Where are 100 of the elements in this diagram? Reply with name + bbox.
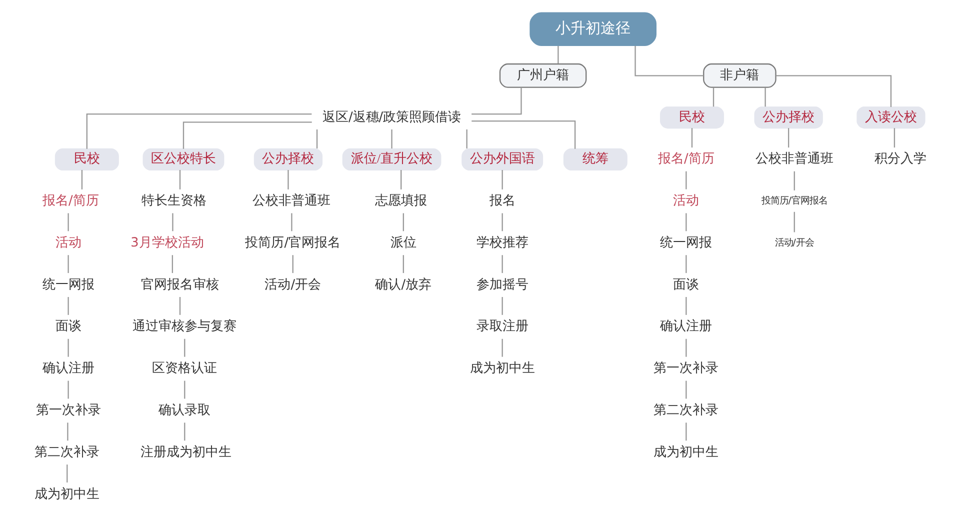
- connector: [178, 297, 180, 315]
- node-text: 区资格认证: [152, 361, 217, 376]
- node-text: 活动: [672, 194, 699, 209]
- connector: [557, 46, 558, 64]
- node-text: 录取注册: [476, 319, 528, 334]
- connector: [471, 87, 522, 115]
- connector: [178, 170, 180, 190]
- node-text: 统一网报: [42, 277, 94, 292]
- connector: [67, 380, 68, 399]
- connector: [501, 170, 502, 190]
- node-text: 报名/简历: [42, 194, 98, 209]
- node-box: 小升初途径: [529, 12, 656, 46]
- node-text: 报名: [488, 194, 515, 209]
- node-text: 面谈: [672, 277, 699, 292]
- connector: [67, 297, 68, 315]
- node-box: 公办择校: [253, 148, 322, 170]
- node-text: 确认注册: [660, 319, 712, 334]
- connector: [171, 255, 173, 274]
- connector: [893, 128, 895, 148]
- node-text: 面谈: [54, 319, 81, 334]
- connector: [287, 170, 288, 190]
- connector: [501, 338, 502, 357]
- connector: [685, 380, 686, 399]
- node-text: 学校推荐: [476, 235, 528, 250]
- node-text: 报名/简历: [658, 152, 714, 167]
- node-text: 通过审核参与复赛: [132, 319, 236, 334]
- connector: [685, 171, 686, 190]
- connector: [793, 212, 794, 232]
- node-text: 活动/开会: [264, 277, 321, 292]
- node-text: 成为初中生: [34, 486, 100, 502]
- connector: [685, 297, 686, 315]
- connector: [316, 129, 318, 149]
- connector: [184, 380, 185, 399]
- connector: [66, 464, 68, 482]
- node-box: 统筹: [562, 148, 627, 170]
- node-text: 派位: [390, 235, 416, 250]
- connector: [184, 422, 185, 441]
- node-text: 第二次补录: [653, 403, 718, 418]
- connector: [466, 129, 467, 149]
- connector: [172, 213, 173, 232]
- connector: [400, 170, 402, 190]
- node-text: 统一网报: [660, 235, 712, 250]
- node-box: 非户籍: [702, 63, 776, 88]
- node-box: 区公校特长: [142, 148, 224, 170]
- node-text: 官网报名审核: [140, 277, 218, 292]
- node-text: 成为初中生: [469, 361, 534, 376]
- connector: [67, 338, 68, 357]
- connector: [501, 297, 502, 315]
- connector: [67, 213, 68, 232]
- connector: [775, 75, 892, 107]
- node-text: 第一次补录: [653, 361, 718, 376]
- node-text: 特长生资格: [141, 194, 206, 209]
- connector: [471, 120, 576, 149]
- node-text: 参加摇号: [476, 277, 528, 292]
- node-box: 民校: [659, 106, 724, 129]
- node-text: 注册成为初中生: [140, 444, 231, 460]
- node-text: 3月学校活动: [130, 235, 204, 250]
- connector: [685, 213, 686, 232]
- connector: [86, 113, 312, 149]
- connector: [685, 422, 686, 441]
- node-text: 公校非普通班: [252, 194, 330, 209]
- connector: [184, 338, 185, 357]
- node-text: 第二次补录: [34, 444, 100, 460]
- node-box: 入读公校: [856, 106, 925, 129]
- node-box: 公办择校: [754, 106, 822, 129]
- connector: [402, 213, 404, 232]
- connector: [634, 46, 703, 76]
- node-text: 确认/放弃: [374, 277, 432, 292]
- connector: [685, 338, 686, 357]
- connector: [292, 255, 293, 274]
- connector: [712, 88, 714, 107]
- node-text: 返区/返穗/政策照顾借读: [322, 110, 461, 125]
- connector: [402, 255, 404, 274]
- node-text: 第一次补录: [35, 403, 100, 418]
- connector: [685, 255, 686, 274]
- node-text: 投简历/官网报名: [760, 196, 827, 207]
- node-text: 积分入学: [874, 152, 926, 167]
- node-text: 活动/开会: [774, 237, 814, 248]
- connector: [690, 128, 692, 148]
- connector: [182, 122, 312, 149]
- connector: [80, 170, 82, 190]
- node-text: 确认录取: [158, 403, 210, 418]
- node-text: 活动: [54, 235, 81, 250]
- node-text: 成为初中生: [653, 444, 718, 460]
- connector: [793, 171, 794, 190]
- node-box: 民校: [54, 148, 118, 170]
- node-text: 公校非普通班: [754, 152, 833, 167]
- node-box: 公办外国语: [461, 148, 543, 170]
- connector: [67, 255, 68, 274]
- node-text: 投简历/官网报名: [244, 235, 340, 250]
- node-text: 志愿填报: [374, 194, 427, 209]
- node-text: 确认注册: [42, 361, 94, 376]
- connector: [66, 422, 68, 441]
- connector: [290, 213, 292, 232]
- node-box: 派位/直升公校: [342, 148, 441, 170]
- connector: [764, 88, 766, 107]
- connector: [501, 255, 502, 274]
- node-box: 广州户籍: [498, 63, 586, 88]
- connector: [787, 128, 789, 148]
- connector: [390, 129, 392, 149]
